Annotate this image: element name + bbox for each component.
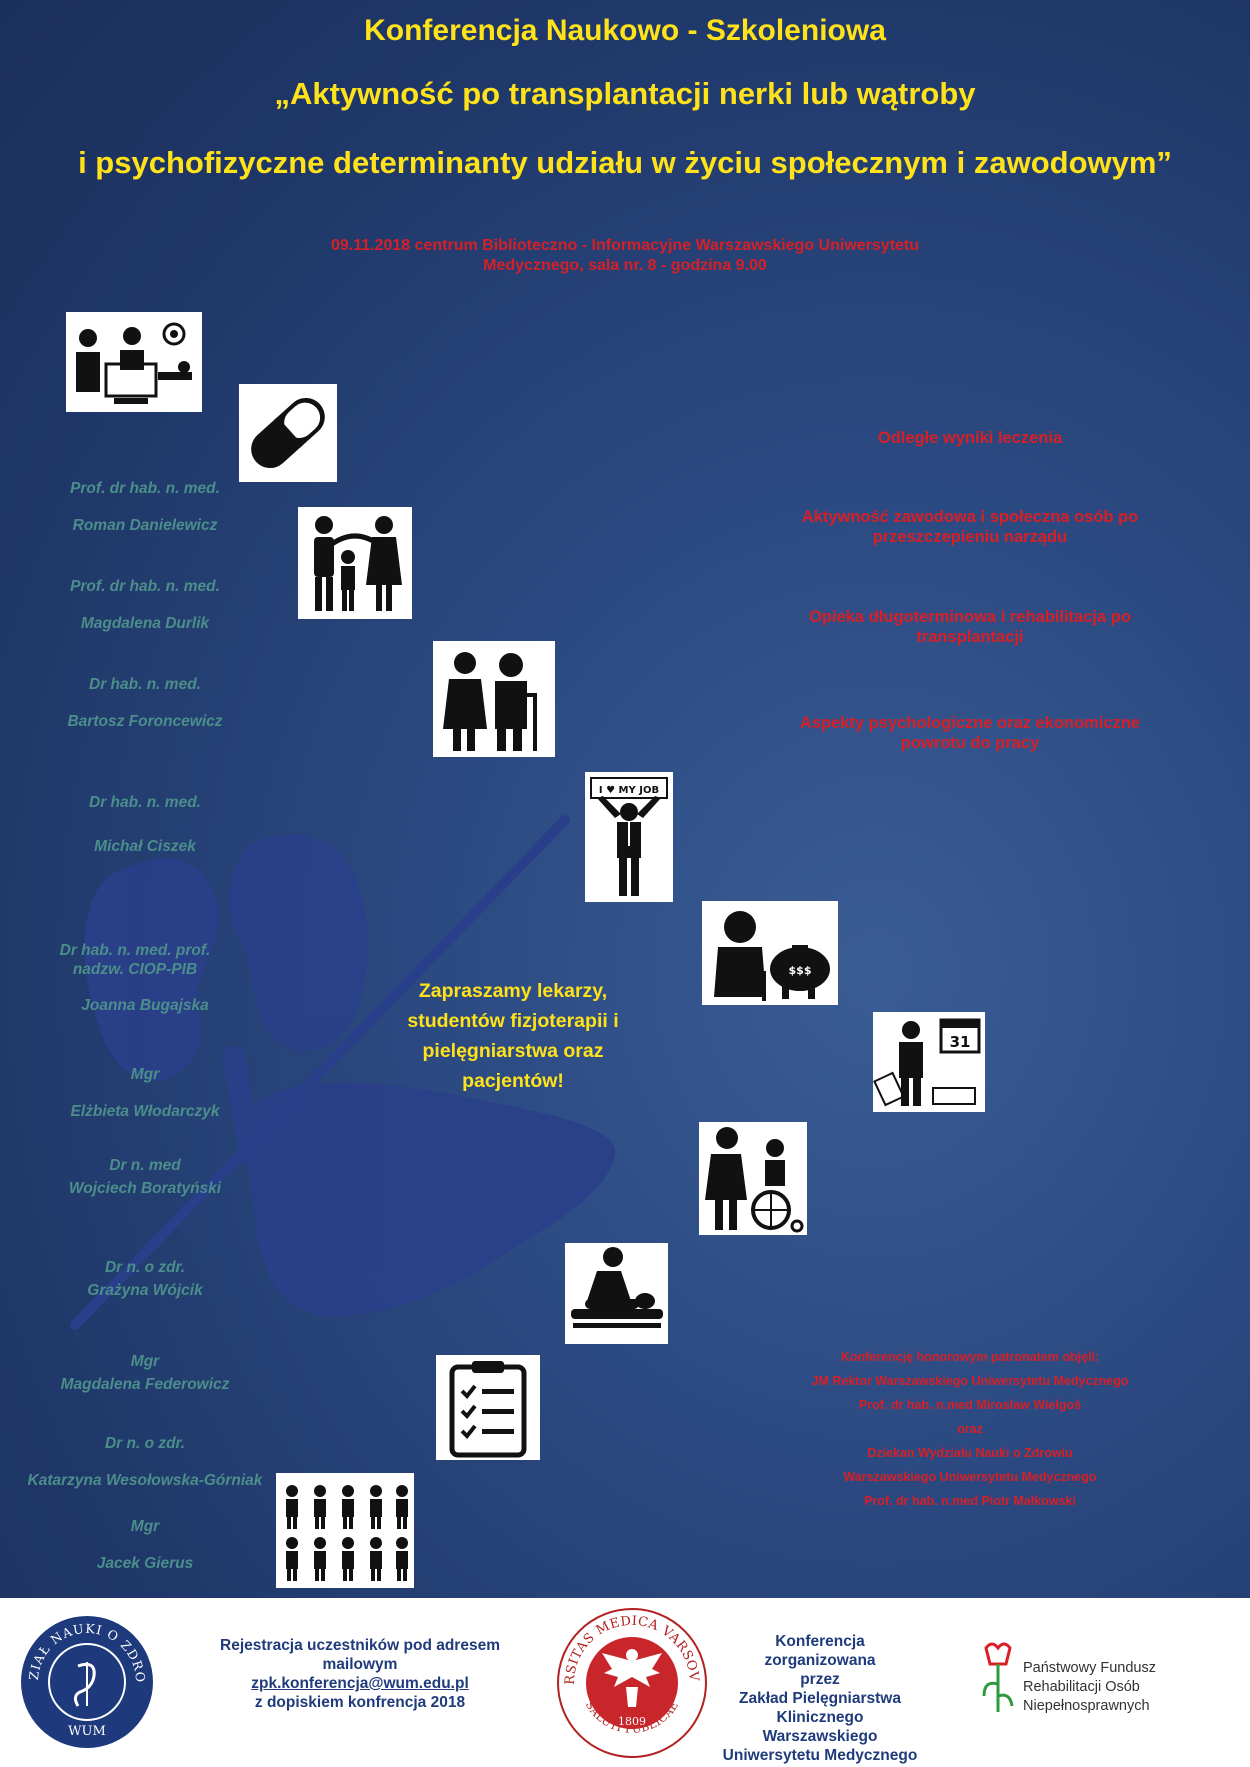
organizer-line: Konferencja zorganizowana [764,1633,876,1669]
emotions-people-icon [276,1473,414,1588]
registration-line: mailowym [322,1656,398,1673]
speaker-title: Mgr [130,1353,160,1370]
pfron-logo-text: Państwowy Fundusz Rehabilitacji Osób Nie… [1023,1659,1223,1716]
speaker-name: Elżbieta Włodarczyk [70,1103,220,1120]
event-details-line1: 09.11.2018 centrum Biblioteczno - Inform… [330,237,920,254]
patronage-line: Dziekan Wydziału Nauki o Zdrowiu [867,1446,1073,1460]
patronage-line: oraz [957,1422,983,1436]
speaker-name: Michał Ciszek [94,838,196,855]
speaker-title: Prof. dr hab. n. med. [70,480,220,497]
elderly-savings-icon: $$$ [702,901,838,1005]
money-label: $$$ [789,964,812,977]
work-calendar-icon: 31 [873,1012,985,1112]
elderly-couple-icon [433,641,555,757]
calendar-day: 31 [950,1033,971,1051]
patronage-block: Konferencję honorowym patronatem objęli:… [750,1345,1190,1513]
speaker-title: Dr n. med [109,1157,181,1174]
patronage-line: Konferencję honorowym patronatem objęli: [840,1350,1100,1364]
speaker-name: Wojciech Boratyński [68,1180,222,1197]
conference-title: Konferencja Naukowo - Szkoleniowa [364,14,886,47]
patronage-line: JM Rektor Warszawskiego Uniwersytetu Med… [811,1374,1129,1388]
pfron-logo-icon [978,1640,1018,1720]
speaker-name: Grażyna Wójcik [87,1282,203,1299]
i-love-my-job-icon: I ♥ MY JOB [585,772,673,902]
event-details-line2: Medycznego, sala nr. 8 - godzina 9.00 [483,257,767,274]
speaker-name: Magdalena Durlik [80,615,210,632]
topic-item: Aktywność zawodowa i społeczna osób po p… [801,508,1139,546]
conference-subtitle-line1: „Aktywność po transplantacji nerki lub w… [274,76,976,111]
speaker-name: Roman Danielewicz [72,517,218,534]
topic-item: Opieka długoterminowa i rehabilitacja po… [809,608,1131,646]
pfron-line: Rehabilitacji Osób [1023,1679,1140,1695]
speaker-name: Katarzyna Wesołowska-Górniak [27,1472,263,1489]
organizer-line: Zakład Pielęgniarstwa [739,1690,901,1707]
registration-email-link[interactable]: zpk.konferencja@wum.edu.pl [251,1675,469,1692]
conference-subtitle-line2: i psychofizyczne determinanty udziału w … [78,145,1172,180]
wum-seal-logo: UNIVERSITAS MEDICA VARSOVIENSIS SALUTI P… [550,1592,708,1761]
registration-note: z dopiskiem konfrencja 2018 [254,1694,466,1711]
speaker-name: Bartosz Foroncewicz [67,713,223,730]
organ-silhouette-graphic [70,815,616,1330]
wheelchair-care-icon [699,1122,807,1235]
speaker-name: Jacek Gierus [96,1555,194,1572]
organizer-block: Konferencja zorganizowana przez Zakład P… [720,1632,920,1765]
speaker-name: Joanna Bugajska [81,997,209,1014]
registration-block: Rejestracja uczestników pod adresem mail… [195,1636,525,1712]
pfron-line: Niepełnosprawnych [1023,1698,1150,1714]
organizer-line: przez [800,1671,840,1688]
family-icon [298,507,412,619]
speaker-name: Magdalena Federowicz [60,1376,230,1393]
physiotherapy-icon [565,1243,668,1344]
speaker-title: Prof. dr hab. n. med. [70,578,220,595]
speaker-title: Mgr [130,1518,160,1535]
topic-item: Odległe wyniki leczenia [877,429,1063,447]
speaker-title: Dr hab. n. med. prof. nadzw. CIOP-PIB [59,942,211,978]
organizer-line: Uniwersytetu Medycznego [722,1747,918,1764]
pfron-line: Państwowy Fundusz [1023,1660,1156,1676]
wum-seal-year: 1809 [618,1715,646,1728]
registration-line: Rejestracja uczestników pod adresem [220,1637,500,1654]
speaker-title: Mgr [130,1066,160,1083]
organizer-line: Klinicznego Warszawskiego [762,1709,878,1745]
patronage-line: Prof. dr hab. n.med Mirosław Wielgoś [858,1398,1082,1412]
speaker-title: Dr n. o zdr. [104,1435,186,1452]
wnoz-logo-abbr: WUM [68,1724,106,1739]
patronage-line: Prof. dr hab. n.med Piotr Małkowski [864,1494,1076,1508]
speaker-title: Dr n. o zdr. [104,1259,186,1276]
pill-icon [239,384,337,482]
wnoz-logo: WYDZIAŁ NAUKI O ZDROWIU WUM [11,1592,156,1754]
job-sign-text: I ♥ MY JOB [599,785,659,796]
topic-item: Aspekty psychologiczne oraz ekonomiczne … [799,714,1141,752]
speaker-title: Dr hab. n. med. [89,676,201,693]
patronage-line: Warszawskiego Uniwersytetu Medycznego [843,1470,1097,1484]
speaker-title: Dr hab. n. med. [89,794,201,811]
surgery-team-icon [66,312,202,412]
checklist-icon [436,1355,540,1460]
invitation-text: Zapraszamy lekarzy, studentów fizjoterap… [407,980,619,1092]
